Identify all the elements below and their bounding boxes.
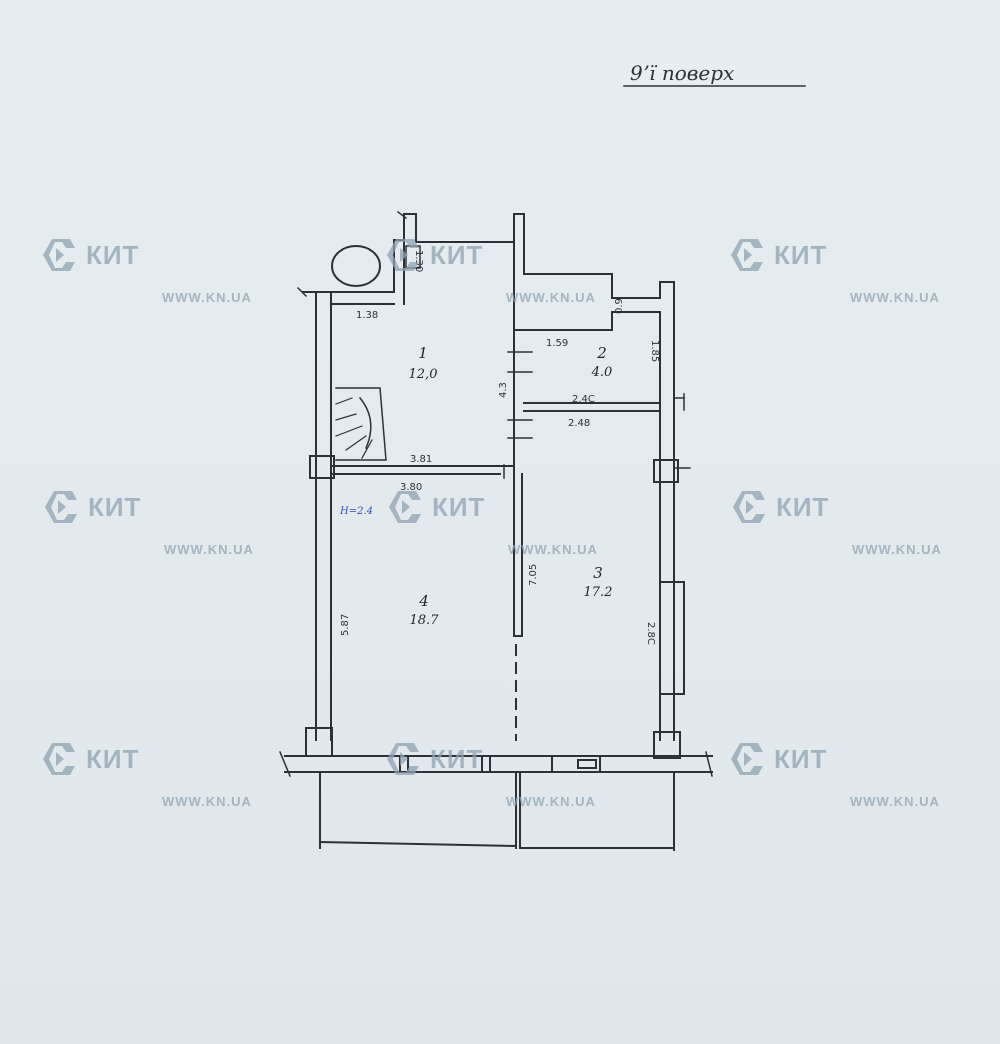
kit-logo-icon	[43, 239, 75, 271]
watermark-brand: КИТ	[88, 491, 142, 522]
kit-logo-icon	[731, 743, 763, 775]
dimension-label: 1.85	[649, 340, 660, 362]
room-1-area: 12,0	[409, 367, 438, 382]
kit-logo-icon	[45, 491, 77, 523]
room-3-area: 17.2	[584, 585, 613, 600]
watermark-logo: КИТ	[42, 488, 141, 526]
dimension-label: 5.87	[340, 614, 351, 636]
dimension-label: 3.80	[400, 482, 422, 493]
watermark-url: WWW.KN.UA	[506, 290, 596, 305]
room-4-area: 18.7	[410, 613, 440, 628]
room-2-number: 2	[596, 344, 607, 362]
watermark-brand: КИТ	[432, 491, 486, 522]
dimension-label: 2.48	[568, 418, 590, 429]
kit-logo-icon	[731, 239, 763, 271]
kit-logo-icon	[733, 491, 765, 523]
watermark-brand: КИТ	[86, 239, 140, 270]
kit-logo-icon	[389, 491, 421, 523]
watermark-brand: КИТ	[774, 743, 828, 774]
dimension-label: 4.3	[498, 382, 509, 398]
watermark-url: WWW.KN.UA	[852, 542, 942, 557]
dimension-label: 7.05	[528, 564, 539, 586]
room-2-area: 4.0	[591, 365, 613, 380]
watermark-brand: КИТ	[774, 239, 828, 270]
watermark-brand: КИТ	[430, 239, 484, 270]
watermark-logo: КИТ	[386, 488, 485, 526]
watermark-url: WWW.KN.UA	[162, 794, 252, 809]
dimension-label: 1.38	[356, 310, 378, 321]
watermark-url: WWW.KN.UA	[162, 290, 252, 305]
dimension-label: 3.81	[410, 454, 432, 465]
watermark-logo: КИТ	[730, 488, 829, 526]
watermark-brand: КИТ	[776, 491, 830, 522]
sheet-heading: 9ʼї поверх	[630, 61, 734, 85]
watermark-url: WWW.KN.UA	[506, 794, 596, 809]
room-3-number: 3	[593, 564, 603, 582]
watermark-logo: КИТ	[384, 236, 483, 274]
dimension-label: 1.59	[546, 338, 568, 349]
dimension-label: 1.30	[413, 250, 424, 272]
dimension-label: 2.4С	[572, 394, 595, 405]
room-1-number: 1	[418, 344, 428, 362]
watermark-logo: КИТ	[728, 236, 827, 274]
watermark-url: WWW.KN.UA	[164, 542, 254, 557]
kit-logo-icon	[387, 239, 419, 271]
watermark-brand: КИТ	[86, 743, 140, 774]
watermark-logo: КИТ	[384, 740, 483, 778]
watermark-url: WWW.KN.UA	[850, 290, 940, 305]
dimension-label: 2.8С	[645, 622, 656, 645]
dimension-label: 0.9	[614, 298, 625, 314]
watermark-logo: КИТ	[40, 740, 139, 778]
watermark-logo: КИТ	[40, 236, 139, 274]
watermark-brand: КИТ	[430, 743, 484, 774]
watermark-url: WWW.KN.UA	[850, 794, 940, 809]
round-fixture	[331, 245, 381, 287]
kit-logo-icon	[43, 743, 75, 775]
kit-logo-icon	[387, 743, 419, 775]
watermark-logo: КИТ	[728, 740, 827, 778]
room-4-number: 4	[418, 592, 429, 610]
watermark-url: WWW.KN.UA	[508, 542, 598, 557]
ceiling-height-note: Н=2.4	[339, 506, 373, 517]
